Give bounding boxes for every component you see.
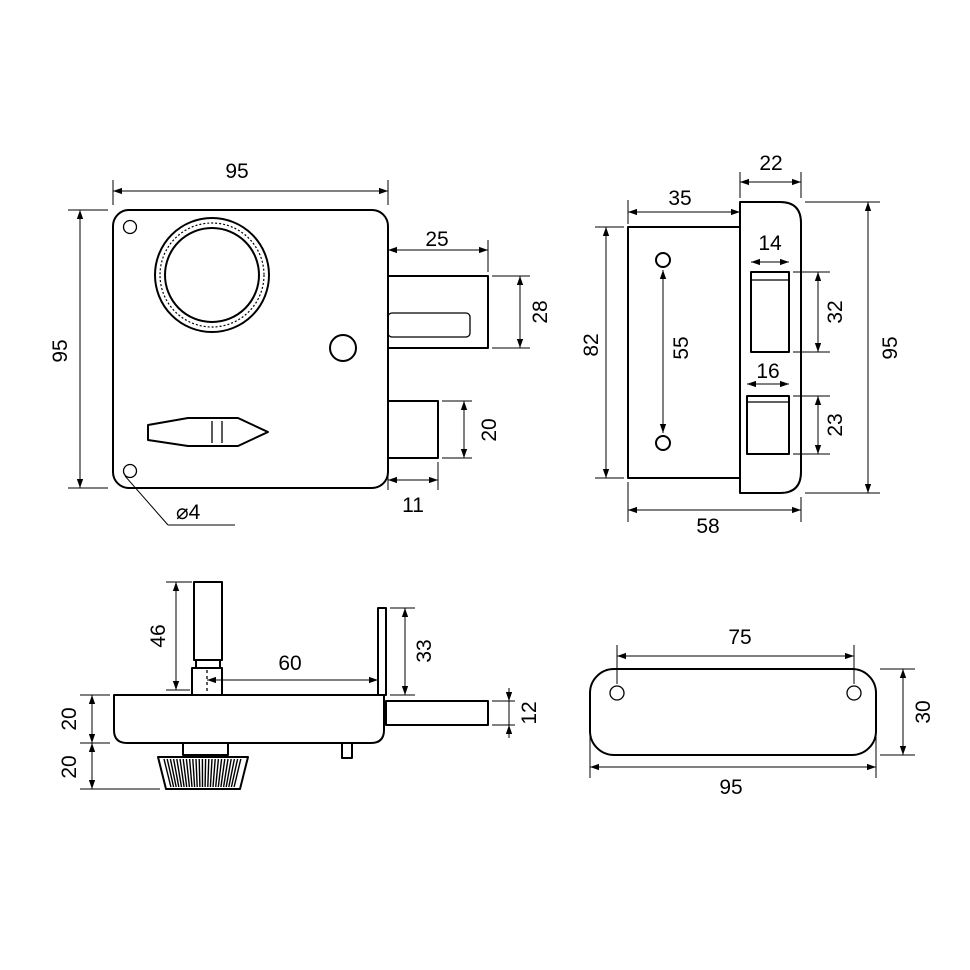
dim-strike-hole-spacing: 75 [728,626,751,649]
spindle [193,581,223,661]
cylinder-knurl-ring [159,222,265,328]
dim-front-height: 95 [49,339,72,362]
dim-slot-lower-height: 23 [824,413,847,436]
dim-latch-length: 11 [402,494,424,517]
knob-knurl-lines [163,758,242,788]
knurl-line [204,758,207,788]
bottom-bolt [385,700,489,726]
dim-side-total-depth: 58 [696,515,719,538]
knurl-line [176,758,183,788]
knurl-line [182,758,188,788]
knurl-line [220,758,226,788]
spindle-collar [195,659,221,669]
knurl-line [166,758,175,788]
dim-tab-height: 33 [413,639,436,662]
bottom-pin [341,742,353,759]
strike-hole-right [846,685,862,701]
knurl-line [230,758,239,788]
dim-spindle-offset: 60 [278,652,301,675]
dim-side-body-depth: 35 [668,187,691,210]
dim-front-width: 95 [225,160,248,183]
strike-plate-view: 75 30 95 [589,626,935,799]
knurl-line [192,758,196,788]
keyhole-cylinder-outer [154,217,270,333]
dim-strike-height: 30 [912,700,935,723]
knurl-line [217,758,223,788]
side-hole-top [655,252,671,268]
knurl-line [198,758,201,788]
dim-body-height: 20 [58,707,81,730]
knurl-line [195,758,198,788]
dim-side-plate-width: 22 [759,152,782,175]
dim-hole-diameter: ⌀4 [176,501,201,524]
lock-case-front [112,209,389,489]
knurl-line [169,758,177,788]
lower-slot [746,395,790,455]
latch-bolt [387,400,439,459]
dim-latch-height: 20 [478,418,501,441]
strike-plate [589,668,877,756]
dim-slot-upper-width: 14 [758,232,782,255]
knurl-line [185,758,191,788]
mounting-hole-bottom [122,463,138,479]
knurl-line [233,758,242,788]
knurl-line [212,758,216,788]
dead-bolt [387,275,489,349]
dim-strike-width: 95 [719,776,742,799]
vertical-tab [377,607,387,696]
bolt-slot [387,312,471,338]
knurl-line [228,758,236,788]
thumb-turn-lever [147,417,269,447]
knurl-line [222,758,229,788]
dim-bolt-thickness: 12 [518,701,541,724]
side-hole-bottom [655,435,671,451]
dim-side-total-height: 95 [879,336,902,359]
knurl-line [207,758,210,788]
front-view: 95 95 25 28 20 11 ⌀4 [49,160,552,526]
upper-slot [750,271,790,353]
bottom-view: 46 60 33 20 20 12 [58,581,541,790]
side-view: 35 22 82 55 95 14 32 16 23 [580,152,902,538]
dim-slot-lower-width: 16 [756,360,779,383]
dim-slot-upper-height: 32 [824,300,847,323]
knurl-line [225,758,232,788]
dim-bolt-length: 25 [425,228,448,251]
knurl-line [188,758,193,788]
strike-hole-left [609,685,625,701]
knurl-line [163,758,172,788]
dim-spindle-height: 46 [147,624,170,647]
side-face-plate [739,201,802,494]
dim-side-hole-spacing: 55 [670,336,693,359]
dim-bolt-height: 28 [529,300,552,323]
mounting-hole-top [122,219,138,235]
bottom-case [113,694,385,744]
knurl-line [209,758,213,788]
knurled-knob [157,756,249,790]
knurl-line [215,758,220,788]
knurl-line [179,758,185,788]
knurl-line [172,758,180,788]
keyhole-cylinder-inner [164,227,260,323]
dim-side-body-height: 82 [580,333,603,356]
knob-neck [182,742,229,756]
spindle-hole [329,334,357,362]
dim-knob-height: 20 [58,755,81,778]
